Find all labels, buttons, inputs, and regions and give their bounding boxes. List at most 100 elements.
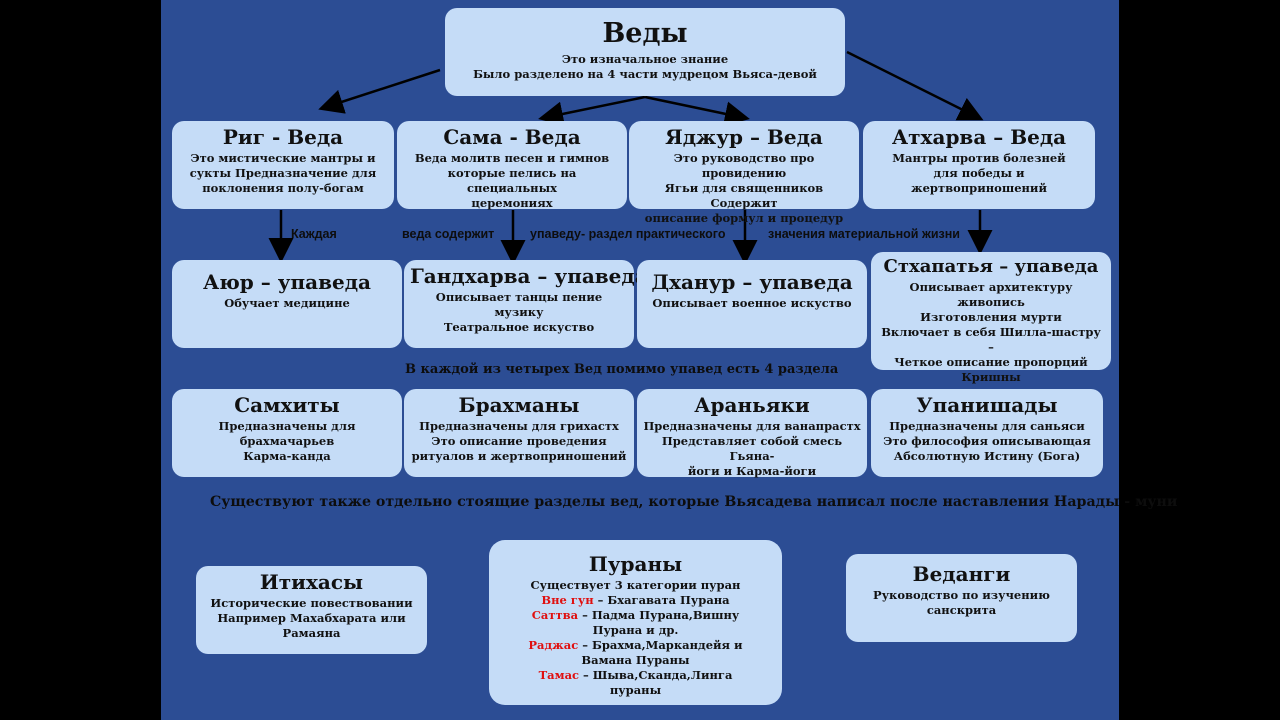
section-box-samhita: Самхиты Предназначены для брахмачарьев К…	[172, 389, 402, 477]
upaveda-line: Включает в себя Шилла-шастру –	[881, 325, 1101, 354]
arrow-to-sama	[538, 95, 646, 127]
veda-line: церемониях	[471, 196, 553, 210]
vedas-box: Веды Это изначальное знание Было разделе…	[445, 8, 845, 96]
purana-category: Тамас – Шыва,Сканда,Линга пураны	[513, 668, 758, 698]
veda-box-rig: Риг - Веда Это мистические мантры и сукт…	[172, 121, 394, 209]
section-line: Представляет собой смесь Гьяна-	[661, 434, 843, 463]
veda-line: описание формул и процедур	[644, 211, 844, 225]
upaveda-line: Четкое описание пропорций	[894, 355, 1088, 369]
vedas-title: Веды	[602, 18, 688, 49]
category-text: – Брахма,Маркандейя и Вамана Пураны	[578, 638, 743, 667]
veda-title: Риг - Веда	[222, 125, 344, 149]
upaveda-title: Аюр – упаведа	[202, 270, 372, 294]
vedanga-desc: Руководство по изучению санскрита	[852, 588, 1071, 618]
vedanga-line: Руководство по изучению	[873, 588, 1050, 602]
section-line: Это философия описывающая	[883, 434, 1091, 448]
itihasa-line: Например Махабхарата или	[217, 611, 406, 625]
section-line: Предназначены для саньяси	[889, 419, 1085, 433]
upaveda-note-2: веда содержит	[402, 227, 495, 241]
upaveda-line: Изготовления мурти	[920, 310, 1062, 324]
section-title: Араньяки	[694, 393, 810, 417]
section-title: Самхиты	[234, 393, 340, 417]
veda-line: Мантры против болезней	[892, 151, 1066, 165]
upaveda-desc: Описывает архитектуру живопись Изготовле…	[877, 280, 1105, 385]
upaveda-desc: Описывает военное искуство	[643, 296, 861, 311]
vedas-line: Было разделено на 4 части мудрецом Вьяса…	[473, 67, 817, 81]
slide: Веды Это изначальное знание Было разделе…	[161, 0, 1177, 720]
upaveda-title: Дханур – упаведа	[651, 270, 853, 294]
section-desc: Предназначены для брахмачарьев Карма-кан…	[178, 419, 396, 464]
section-box-brahmana: Брахманы Предназначены для грихастх Это …	[404, 389, 634, 477]
category-text: – Падма Пурана,Вишну Пурана и др.	[578, 608, 740, 637]
purana-category: Раджас – Брахма,Маркандейя и Вамана Пура…	[513, 638, 758, 668]
itihasa-line: Рамаяна	[282, 626, 341, 640]
veda-desc: Мантры против болезней для победы и жерт…	[869, 151, 1089, 196]
vedanga-line: санскрита	[926, 603, 997, 617]
veda-desc: Веда молитв песен и гимнов которые пелис…	[403, 151, 621, 211]
veda-line: которые пелись на специальных	[447, 166, 577, 195]
category-name: Раджас	[528, 638, 579, 652]
veda-line: Это мистические мантры и	[190, 151, 376, 165]
veda-box-atharva: Атхарва – Веда Мантры против болезней дл…	[863, 121, 1095, 209]
upaveda-box-dhanur: Дханур – упаведа Описывает военное искус…	[637, 260, 867, 348]
section-desc: Предназначены для грихастх Это описание …	[410, 419, 628, 464]
veda-line: поклонения полу-богам	[202, 181, 364, 195]
itihasa-box: Итихасы Исторические повествовании Напри…	[196, 566, 427, 654]
arrow-to-rig	[318, 68, 441, 114]
veda-desc: Это руководство про провидению Ягьи для …	[635, 151, 853, 226]
upaveda-note-4: значения материальной жизни	[768, 227, 960, 241]
upaveda-line: Описывает танцы пение музику	[435, 290, 603, 319]
section-line: Предназначены для	[218, 419, 356, 433]
section-title: Брахманы	[458, 393, 580, 417]
section-desc: Предназначены для ванапрастх Представляе…	[643, 419, 861, 479]
upaveda-line: Описывает архитектуру живопись	[909, 280, 1073, 309]
section-line: Абсолютную Истину (Бога)	[893, 449, 1081, 463]
section-line: брахмачарьев	[239, 434, 335, 448]
upaveda-box-gandharva: Гандхарва – упаведа Описывает танцы пени…	[404, 260, 648, 348]
category-name: Вне гун	[541, 593, 594, 607]
section-desc: Предназначены для саньяси Это философия …	[877, 419, 1097, 464]
arrow-to-atharva	[846, 50, 984, 121]
upaveda-title: Гандхарва – упаведа	[410, 264, 648, 288]
sections-caption: В каждой из четырех Вед помимо упавед ес…	[405, 362, 839, 377]
category-name: Тамас	[538, 668, 580, 682]
arrows	[268, 50, 993, 265]
veda-line: Это руководство про провидению	[673, 151, 815, 180]
section-line: Предназначены для ванапрастх	[643, 419, 861, 433]
puranas-intro: Существует 3 категории пуран	[530, 578, 741, 592]
veda-line: Ягьи для священников Содержит	[664, 181, 824, 210]
purana-category: Вне гун – Бхагавата Пурана	[513, 593, 758, 608]
purana-category: Саттва – Падма Пурана,Вишну Пурана и др.	[513, 608, 758, 638]
upaveda-line: Описывает военное искуство	[652, 296, 852, 310]
veda-box-yajur: Яджур – Веда Это руководство про провиде…	[629, 121, 859, 225]
section-line: йоги и Карма-йоги	[687, 464, 817, 478]
section-line: Карма-канда	[243, 449, 331, 463]
upaveda-desc: Описывает танцы пение музику Театральное…	[410, 290, 628, 335]
veda-title: Атхарва – Веда	[891, 125, 1067, 149]
section-box-aranyaka: Араньяки Предназначены для ванапрастх Пр…	[637, 389, 867, 479]
upaveda-box-sthapatya: Стхапатья – упаведа Описывает архитектур…	[871, 252, 1111, 384]
upaveda-box-ayur: Аюр – упаведа Обучает медицине	[172, 260, 402, 348]
section-line: Это описание проведения	[431, 434, 607, 448]
vedanga-title: Веданги	[912, 562, 1011, 586]
veda-box-sama: Сама - Веда Веда молитв песен и гимнов к…	[397, 121, 627, 211]
section-line: Предназначены для грихастх	[419, 419, 619, 433]
veda-line: Веда молитв песен и гимнов	[414, 151, 610, 165]
puranas-title: Пураны	[588, 552, 683, 576]
itihasa-title: Итихасы	[259, 570, 364, 594]
vedanga-box: Веданги Руководство по изучению санскрит…	[846, 554, 1077, 642]
category-text: – Бхагавата Пурана	[593, 593, 730, 607]
upaveda-line: Кришны	[961, 370, 1021, 384]
separate-caption: Существуют также отдельно стоящие раздел…	[210, 494, 1178, 510]
puranas-desc: Существует 3 категории пуран Вне гун – Б…	[495, 578, 776, 698]
veda-title: Сама - Веда	[443, 125, 581, 149]
upaveda-note-3: упаведу- раздел практического	[530, 227, 726, 241]
upaveda-line: Театральное искуство	[443, 320, 595, 334]
veda-line: для победы и жертвоприношений	[911, 166, 1047, 195]
category-text: – Шыва,Сканда,Линга пураны	[579, 668, 733, 697]
vedas-desc: Это изначальное знание Было разделено на…	[451, 52, 839, 82]
itihasa-desc: Исторические повествовании Например Маха…	[202, 596, 421, 641]
arrow-to-yajur	[644, 95, 750, 127]
itihasa-line: Исторические повествовании	[210, 596, 413, 610]
section-box-upanishad: Упанишады Предназначены для саньяси Это …	[871, 389, 1103, 477]
